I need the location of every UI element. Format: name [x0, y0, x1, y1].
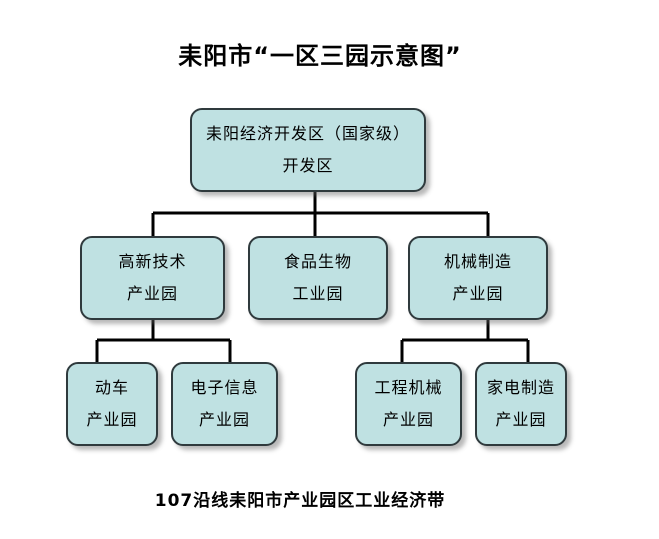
node-electronics-park: 电子信息 产业园: [171, 362, 278, 446]
node-high-tech-park-line1: 高新技术: [118, 252, 187, 271]
node-appliance-park: 家电制造 产业园: [475, 362, 567, 446]
node-emu-park-line2: 产业园: [86, 410, 138, 429]
node-engineering-machinery-park-line1: 工程机械: [374, 378, 443, 397]
node-electronics-park-line2: 产业园: [198, 410, 250, 429]
node-food-bio-park-line2: 工业园: [292, 284, 344, 303]
node-development-zone: 耒阳经济开发区（国家级） 开发区: [190, 108, 426, 192]
node-appliance-park-line2: 产业园: [495, 410, 547, 429]
node-development-zone-line1: 耒阳经济开发区（国家级）: [205, 124, 410, 143]
node-emu-park-line1: 动车: [94, 378, 129, 397]
node-high-tech-park-line2: 产业园: [126, 284, 178, 303]
node-engineering-machinery-park-line2: 产业园: [382, 410, 434, 429]
node-high-tech-park: 高新技术 产业园: [80, 236, 225, 320]
node-development-zone-line2: 开发区: [282, 156, 334, 175]
node-machinery-park-line2: 产业园: [452, 284, 504, 303]
node-food-bio-park-line1: 食品生物: [283, 252, 352, 271]
node-emu-park: 动车 产业园: [66, 362, 158, 446]
node-machinery-park: 机械制造 产业园: [408, 236, 548, 320]
node-electronics-park-line1: 电子信息: [190, 378, 259, 397]
node-engineering-machinery-park: 工程机械 产业园: [355, 362, 462, 446]
node-food-bio-park: 食品生物 工业园: [248, 236, 388, 320]
node-machinery-park-line1: 机械制造: [443, 252, 512, 271]
diagram-title: 耒阳市“一区三园示意图”: [178, 42, 462, 70]
diagram-footer: 107沿线耒阳市产业园区工业经济带: [154, 491, 446, 511]
node-appliance-park-line1: 家电制造: [486, 378, 555, 397]
